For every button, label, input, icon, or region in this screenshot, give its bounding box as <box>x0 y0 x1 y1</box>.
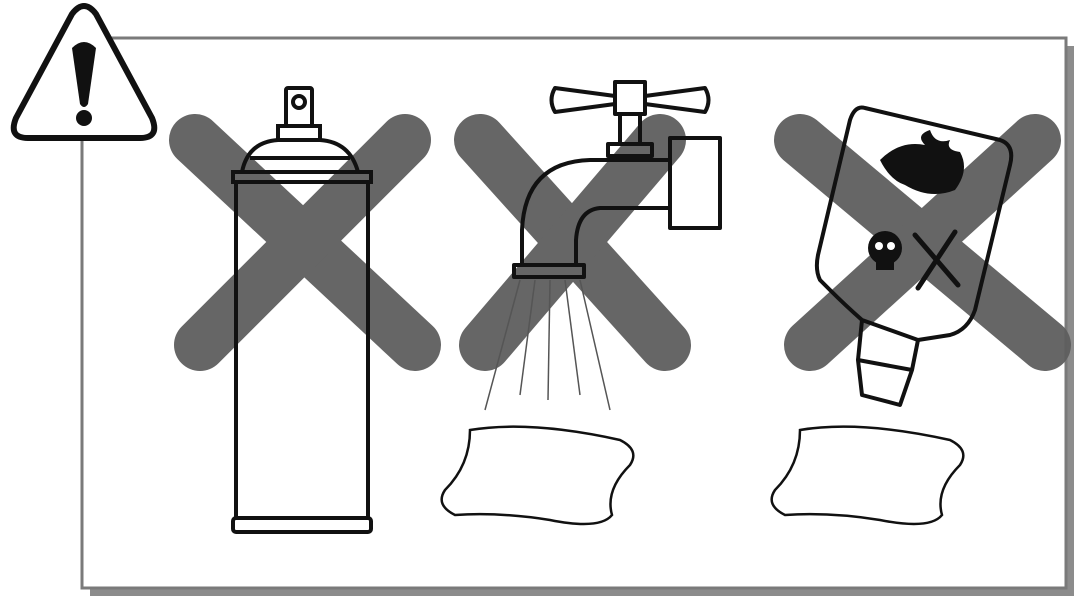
flammable-flame-icon <box>880 130 964 194</box>
cloth-icon-2 <box>770 425 965 526</box>
water-tap-icon <box>512 80 722 279</box>
chemical-bottle-icon <box>814 105 1014 407</box>
cross-icon-2 <box>454 114 691 371</box>
warning-triangle-exclamation-icon <box>10 3 158 141</box>
cloth-icon-1 <box>440 425 635 526</box>
aerosol-spray-can-icon <box>231 86 373 534</box>
toxic-skull-icon <box>868 229 961 291</box>
water-spray-icon <box>484 279 611 411</box>
